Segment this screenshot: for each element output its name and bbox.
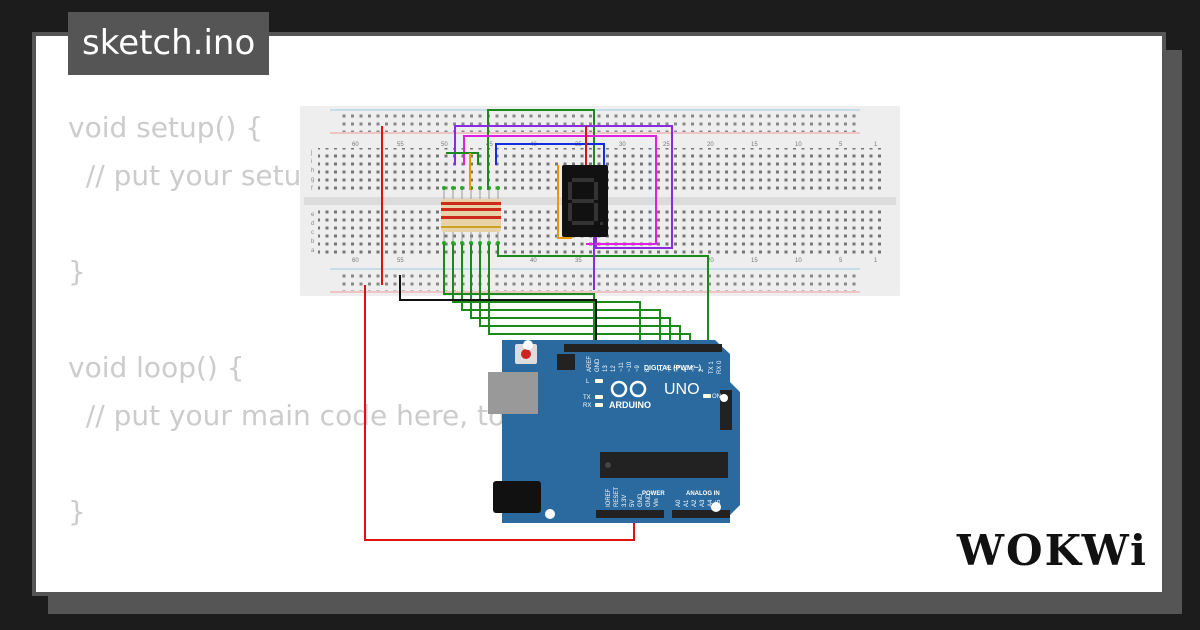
column-number: 10 — [795, 142, 802, 148]
pin-label: 5V — [630, 500, 636, 507]
power-label: POWER — [642, 491, 665, 497]
row-letter: i — [311, 159, 312, 165]
code-line: } — [68, 495, 86, 528]
rx-led-label: RX — [583, 403, 591, 409]
column-number: 25 — [663, 142, 670, 148]
pin-label: ~9 — [635, 364, 641, 372]
row-letter: f — [311, 186, 313, 192]
pin-label: AREF — [587, 356, 593, 372]
pin-label: TX 1 — [709, 361, 715, 374]
pin-label: 4 — [683, 368, 689, 372]
column-number: 15 — [751, 142, 758, 148]
analog-label: ANALOG IN — [686, 491, 720, 497]
pin-label: ~3 — [691, 364, 697, 372]
column-number: 40 — [530, 258, 537, 264]
pin-label: ~10 — [627, 361, 633, 372]
microcontroller-chip — [600, 452, 728, 478]
on-led-label: ON — [712, 394, 721, 400]
column-number: 35 — [575, 258, 582, 264]
column-number: 1 — [874, 258, 878, 264]
arduino-logo-icon — [610, 380, 647, 398]
resistor-array[interactable] — [441, 186, 501, 245]
file-tab-label: sketch.ino — [82, 23, 256, 63]
power-header-pins — [596, 510, 664, 518]
pin-label: 2 — [699, 368, 705, 372]
row-letter: g — [311, 177, 314, 183]
pin-label: IOREF — [606, 488, 612, 507]
pin-label: 13 — [603, 365, 609, 372]
column-number: 10 — [795, 258, 802, 264]
pin-label: RESET — [614, 487, 620, 507]
pin-label: GND — [595, 358, 601, 372]
analog-header-pins — [672, 510, 730, 518]
pin-label: RX 0 — [717, 360, 723, 374]
file-tab[interactable]: sketch.ino — [68, 12, 270, 75]
pin-label: Vin — [654, 498, 660, 507]
column-number: 1 — [874, 142, 878, 148]
arduino-uno-board[interactable]: AREF GND 13 12 ~11 ~10 ~9 8 7 ~6 ~5 4 ~3… — [488, 340, 740, 523]
code-line: void loop() { — [68, 351, 245, 384]
row-letter: c — [311, 230, 314, 236]
logo-text: WOKWi — [956, 526, 1148, 575]
wokwi-logo: WOKWi — [957, 526, 1148, 575]
code-line: void setup() { — [68, 111, 264, 144]
seven-segment-display[interactable] — [562, 165, 608, 237]
board-brand: ARDUINO — [609, 400, 651, 410]
pin-label: 8 — [645, 368, 651, 372]
column-number: 55 — [397, 142, 404, 148]
column-number: 55 — [397, 258, 404, 264]
power-jack — [493, 481, 541, 513]
row-letter: h — [311, 168, 314, 174]
column-number: 5 — [839, 142, 843, 148]
row-letter: e — [311, 212, 315, 218]
pin-label: A3 — [700, 499, 706, 507]
pin-label: ~11 — [619, 362, 625, 372]
row-letter: b — [311, 239, 315, 245]
pin-label: A1 — [684, 499, 690, 507]
row-letter: d — [311, 221, 314, 227]
column-number: 20 — [707, 142, 714, 148]
code-line: } — [68, 255, 86, 288]
column-number: 50 — [441, 142, 448, 148]
column-number: 20 — [707, 258, 714, 264]
column-number: 15 — [751, 258, 758, 264]
pin-label: ~5 — [675, 364, 681, 372]
pin-label: A0 — [676, 499, 682, 507]
pin-label: A2 — [692, 499, 698, 507]
pin-label: 7 — [659, 368, 665, 372]
pin-label: GND — [638, 493, 644, 507]
row-letter: a — [311, 248, 315, 254]
tx-led-label: TX — [583, 395, 591, 401]
pin-label: ~6 — [667, 364, 673, 372]
usb-connector — [488, 372, 538, 414]
column-number: 30 — [619, 142, 626, 148]
pin-label: A4 — [708, 499, 714, 507]
column-number: 60 — [352, 142, 359, 148]
pin-label: 3.3V — [622, 495, 628, 507]
row-letter: j — [310, 150, 312, 156]
pin-label: A5 — [716, 499, 722, 507]
l-led-label: L — [586, 379, 590, 385]
column-number: 45 — [486, 142, 493, 148]
digital-label: DIGITAL (PWM ~) — [644, 365, 701, 372]
digital-header — [564, 344, 722, 352]
column-number: 5 — [839, 258, 843, 264]
pin-label: GND — [646, 493, 652, 507]
pin-label: 12 — [611, 365, 617, 372]
column-number: 60 — [352, 258, 359, 264]
board-name: UNO — [664, 381, 700, 398]
